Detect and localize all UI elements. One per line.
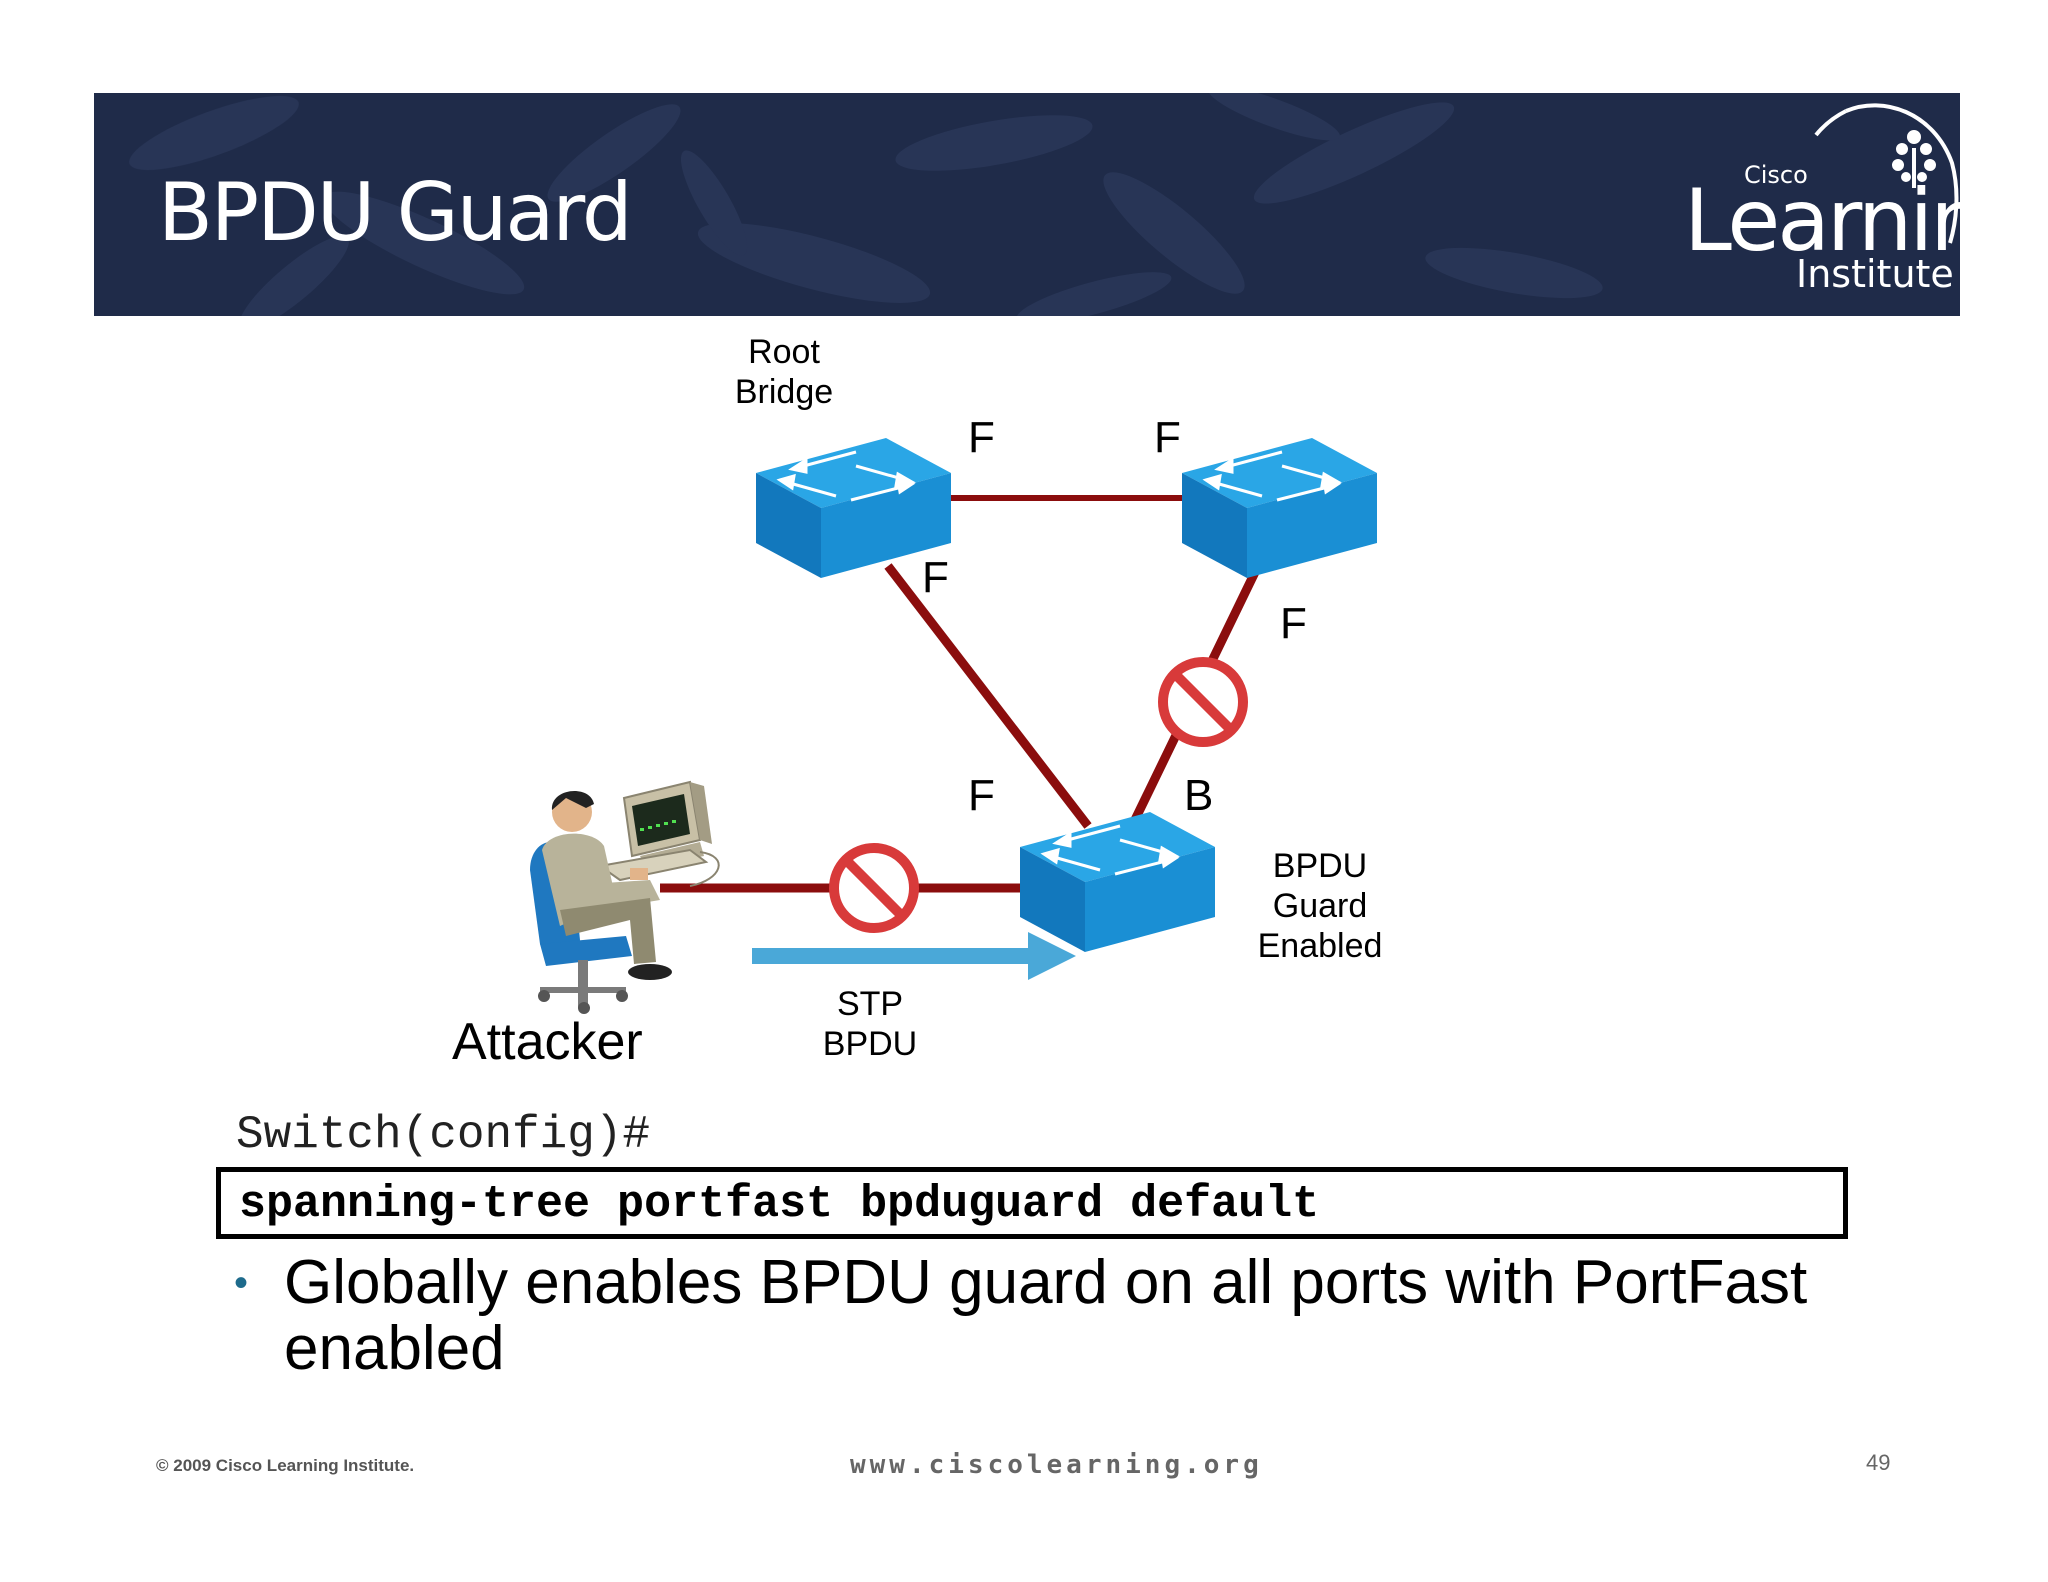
command-text: spanning-tree portfast bpduguard default: [239, 1179, 1320, 1230]
root-bridge-label: Root Bridge: [734, 333, 834, 411]
footer-url: www.ciscolearning.org: [850, 1450, 1263, 1480]
port-state-right-left: F: [1154, 413, 1181, 462]
title-banner: BPDU Guard Cisco Learning Institute: [94, 93, 1960, 316]
config-prompt: Switch(config)#: [236, 1109, 651, 1161]
link-root-bottom: [884, 563, 1092, 829]
port-state-bottom-right: B: [1184, 771, 1214, 820]
slide-title: BPDU Guard: [158, 166, 633, 259]
bpdu-blocked-prohibit-icon: [834, 848, 914, 928]
page-number: 49: [1866, 1450, 1891, 1475]
command-box: spanning-tree portfast bpduguard default: [216, 1167, 1848, 1239]
attacker-label: Attacker: [452, 1013, 643, 1071]
right-switch: [1180, 436, 1379, 580]
port-state-root-down: F: [922, 553, 949, 602]
logo-word: Learning: [1684, 171, 1960, 271]
bpdu-guard-enabled-label: BPDU Guard Enabled: [1257, 847, 1383, 965]
bullet-item: • Globally enables BPDU guard on all por…: [234, 1250, 1854, 1382]
logo-arc-icon: [1814, 103, 1959, 244]
banner-texture: [129, 93, 1603, 316]
cisco-learning-institute-logo: Cisco Learning Institute: [1584, 93, 1960, 316]
stp-bpdu-arrow-icon: [752, 932, 1076, 980]
attacker-icon: [530, 780, 720, 1014]
bullet-text: Globally enables BPDU guard on all ports…: [284, 1248, 1808, 1383]
port-state-root-right: F: [968, 413, 995, 462]
logo-sub: Institute: [1796, 252, 1954, 296]
logo-brand: Cisco: [1744, 161, 1808, 189]
bpdu-guard-switch: [1018, 810, 1217, 954]
port-state-right-down: F: [1280, 599, 1307, 648]
port-state-bottom-left: F: [968, 771, 995, 820]
footer-copyright: © 2009 Cisco Learning Institute.: [156, 1456, 415, 1475]
blocked-port-prohibit-icon: [1163, 662, 1243, 742]
bullet-dot-icon: •: [234, 1261, 249, 1305]
stp-bpdu-label: STP BPDU: [822, 985, 918, 1063]
